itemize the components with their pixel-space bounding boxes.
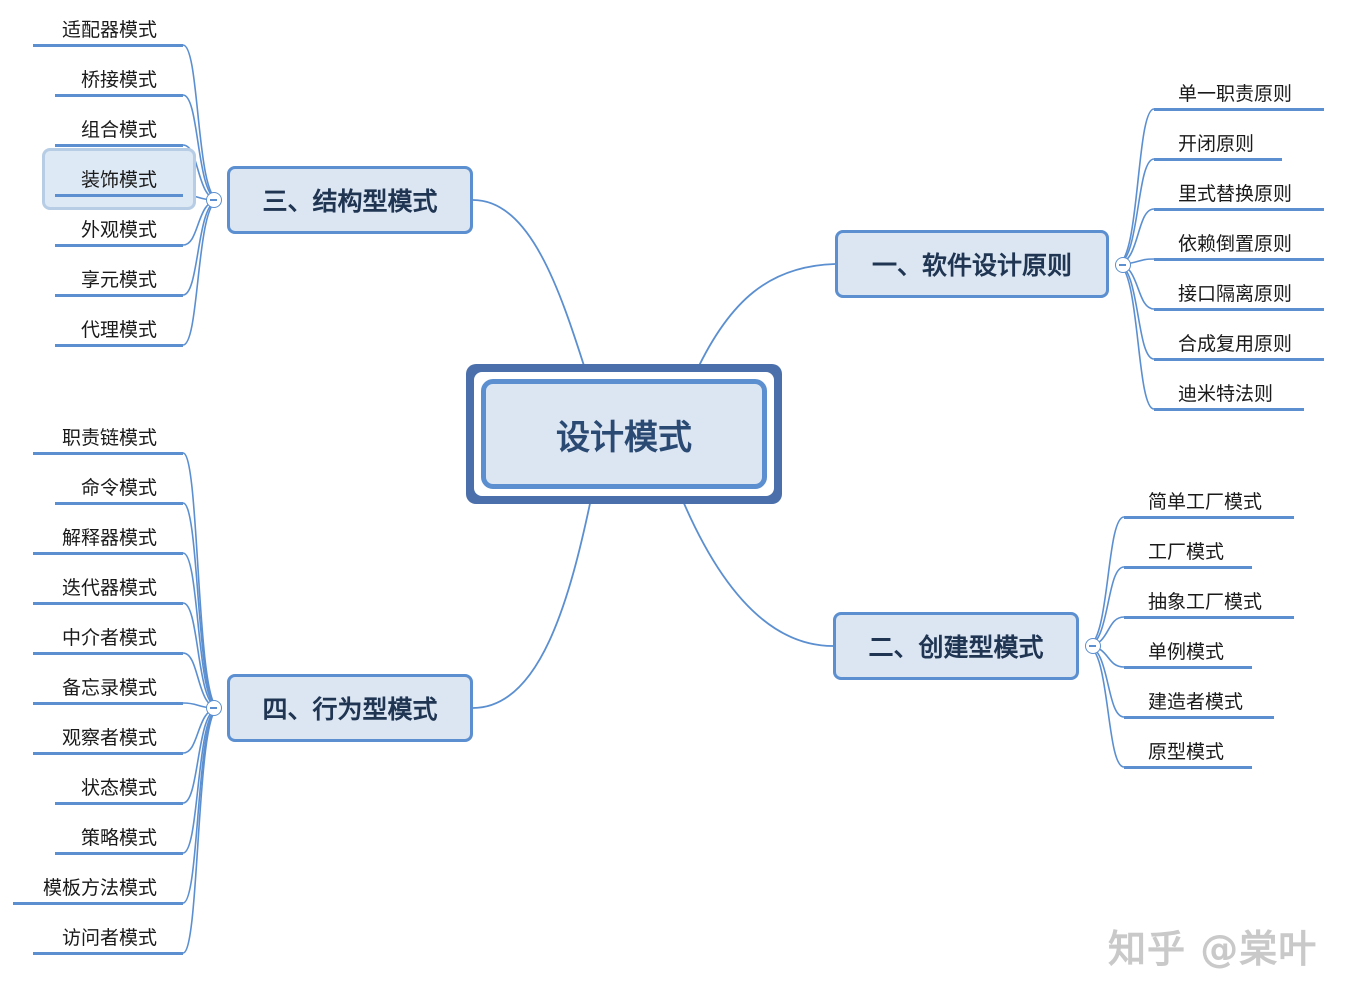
leaf-structural-1[interactable]: 桥接模式 [80,69,157,91]
leaf-behavioral-4[interactable]: 中介者模式 [61,627,157,649]
leaf-underline [1154,308,1324,311]
leaf-underline [55,852,183,855]
leaf-principles-6[interactable]: 迪米特法则 [1178,383,1274,405]
leaf-underline [1124,666,1252,669]
leaf-underline [33,952,183,955]
central-topic-label: 设计模式 [481,379,767,489]
leaf-underline [33,602,183,605]
leaf-behavioral-1[interactable]: 命令模式 [80,477,157,499]
watermark: 知乎 @棠叶 [1108,927,1318,971]
leaf-underline [33,652,183,655]
leaf-underline [1124,566,1252,569]
leaf-creational-5[interactable]: 原型模式 [1148,741,1225,763]
leaf-underline [1154,408,1304,411]
leaf-underline [1154,208,1324,211]
leaf-underline [1154,108,1324,111]
leaf-principles-2[interactable]: 里式替换原则 [1178,183,1293,205]
leaf-underline [33,452,183,455]
leaf-structural-3[interactable]: 装饰模式 [80,169,157,191]
branch-creational[interactable]: 二、创建型模式 [833,612,1079,680]
leaf-structural-4[interactable]: 外观模式 [80,219,157,241]
collapse-behavioral-button[interactable] [206,700,222,716]
leaf-structural-5[interactable]: 享元模式 [80,269,157,291]
collapse-principles-button[interactable] [1115,257,1131,273]
leaf-principles-4[interactable]: 接口隔离原则 [1178,283,1293,305]
leaf-underline [55,194,183,197]
leaf-creational-2[interactable]: 抽象工厂模式 [1148,591,1263,613]
collapse-creational-button[interactable] [1085,638,1101,654]
leaf-structural-0[interactable]: 适配器模式 [61,19,157,41]
branch-principles[interactable]: 一、软件设计原则 [835,230,1109,298]
leaf-behavioral-2[interactable]: 解释器模式 [61,527,157,549]
leaf-behavioral-6[interactable]: 观察者模式 [61,727,157,749]
leaf-behavioral-5[interactable]: 备忘录模式 [61,677,157,699]
leaf-principles-3[interactable]: 依赖倒置原则 [1178,233,1293,255]
leaf-underline [1124,766,1252,769]
leaf-underline [1154,358,1324,361]
leaf-underline [1124,716,1274,719]
leaf-underline [1154,158,1282,161]
leaf-underline [1124,616,1294,619]
leaf-underline [55,94,183,97]
leaf-principles-5[interactable]: 合成复用原则 [1178,333,1293,355]
leaf-underline [33,44,183,47]
leaf-underline [33,552,183,555]
branch-behavioral[interactable]: 四、行为型模式 [227,674,473,742]
leaf-underline [55,344,183,347]
leaf-underline [55,144,183,147]
leaf-behavioral-0[interactable]: 职责链模式 [61,427,157,449]
leaf-underline [33,702,183,705]
leaf-underline [1124,516,1294,519]
leaf-behavioral-7[interactable]: 状态模式 [80,777,157,799]
leaf-behavioral-8[interactable]: 策略模式 [80,827,157,849]
leaf-underline [55,244,183,247]
leaf-principles-0[interactable]: 单一职责原则 [1178,83,1293,105]
leaf-behavioral-3[interactable]: 迭代器模式 [61,577,157,599]
leaf-underline [55,294,183,297]
branch-structural[interactable]: 三、结构型模式 [227,166,473,234]
leaf-behavioral-9[interactable]: 模板方法模式 [42,877,157,899]
leaf-creational-4[interactable]: 建造者模式 [1148,691,1244,713]
leaf-underline [13,902,183,905]
leaf-structural-6[interactable]: 代理模式 [80,319,157,341]
collapse-structural-button[interactable] [206,192,222,208]
central-topic[interactable]: 设计模式 [466,364,782,504]
leaf-underline [55,802,183,805]
selection-highlight [42,148,196,210]
leaf-creational-0[interactable]: 简单工厂模式 [1148,491,1263,513]
leaf-underline [33,752,183,755]
leaf-creational-3[interactable]: 单例模式 [1148,641,1225,663]
leaf-behavioral-10[interactable]: 访问者模式 [61,927,157,949]
leaf-principles-1[interactable]: 开闭原则 [1178,133,1255,155]
leaf-underline [55,502,183,505]
leaf-structural-2[interactable]: 组合模式 [80,119,157,141]
leaf-underline [1154,258,1324,261]
leaf-creational-1[interactable]: 工厂模式 [1148,541,1225,563]
